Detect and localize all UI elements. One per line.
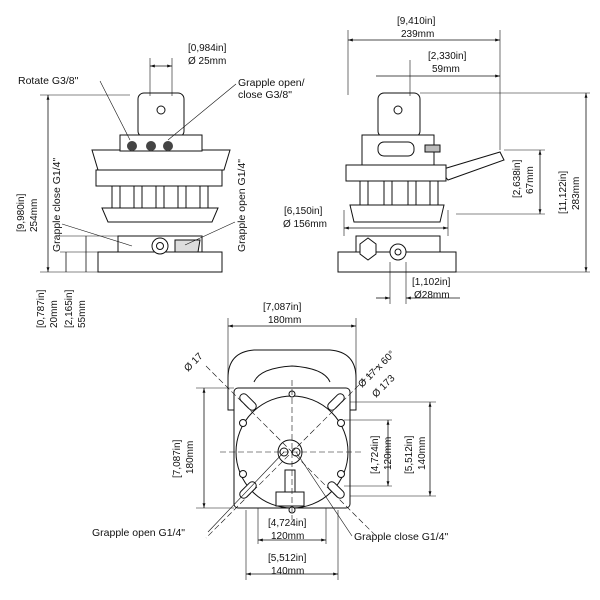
side-pin-in: [1,102in] [412, 277, 451, 288]
bottom-view: [7,087in] 180mm Ø 17 Ø 17 x 60° [92, 302, 448, 580]
grapple-port-b [163, 141, 173, 151]
bolt-hole [337, 419, 345, 427]
side-fitting [424, 144, 441, 153]
side-mid-ring [345, 164, 447, 182]
front-base-in: [2,165in] [64, 289, 75, 328]
front-post [155, 185, 165, 211]
bottom-width-in: [7,087in] [263, 302, 302, 313]
front-top-port [156, 105, 166, 115]
bottom-height-mm: 180mm [185, 441, 196, 474]
front-motor-housing [137, 92, 185, 138]
front-view: [0,984in] Ø 25mm Rotate G3/8" Grapple op… [16, 43, 305, 328]
side-inner-in: [2,330in] [428, 51, 467, 62]
side-pin-mm: Ø28mm [414, 290, 450, 301]
front-base-plate [97, 251, 223, 273]
side-h2-mm: 283mm [571, 177, 582, 210]
rotate-port-label: Rotate G3/8" [18, 75, 79, 87]
bottom-height-in: [7,087in] [172, 439, 183, 478]
grapple-close-vertical-label: Grapple close G1/4" [51, 158, 63, 252]
side-window [377, 141, 415, 157]
front-base-mm: 55mm [77, 300, 88, 328]
grapple-open-close-label-1: Grapple open/ [238, 77, 305, 89]
front-collar [119, 134, 203, 152]
bottom-port-stem [284, 469, 296, 493]
bottom-port-close-label: Grapple close G1/4" [354, 531, 448, 543]
bottom-pitch-h-in: [4,724in] [268, 518, 307, 529]
bolt-hole [239, 419, 247, 427]
bolt-hole [337, 470, 345, 478]
rotate-port [127, 141, 137, 151]
side-h1-mm: 67mm [525, 166, 536, 194]
bottom-port-open-label: Grapple open G1/4" [92, 527, 185, 539]
front-height-in: [9,980in] [16, 193, 27, 232]
front-small-in: [0,787in] [36, 289, 47, 328]
front-post [177, 185, 187, 211]
side-h1-in: [2,638in] [512, 159, 523, 198]
front-top-width-in: [0,984in] [188, 43, 227, 54]
side-diam-in: [6,150in] [284, 206, 323, 217]
side-lower-ring [349, 204, 445, 223]
side-lever [439, 151, 505, 181]
front-upper-flange [91, 149, 231, 171]
side-diam-mm: Ø 156mm [283, 219, 327, 230]
bottom-width-mm: 180mm [268, 315, 301, 326]
front-lower-ring [101, 207, 219, 223]
mount-slot [327, 481, 345, 499]
front-base-fitting [174, 239, 201, 253]
bottom-outer-h-in: [5,512in] [268, 553, 307, 564]
front-post [111, 185, 121, 211]
side-motor-housing [377, 92, 421, 138]
grapple-port-a [146, 141, 156, 151]
bottom-hole-dia: Ø 17 [182, 351, 205, 374]
bottom-pitch-v-mm: 120mm [383, 437, 394, 470]
side-width-mm: 239mm [401, 29, 434, 40]
bottom-outer-v-in: [5,512in] [404, 435, 415, 474]
bottom-pitch-v-in: [4,724in] [370, 435, 381, 474]
front-height-mm: 254mm [29, 199, 40, 232]
front-post [133, 185, 143, 211]
bottom-outer-v-mm: 140mm [417, 437, 428, 470]
side-view: [9,410in] 239mm [2,330in] 59mm [6,150in]… [283, 16, 590, 304]
grapple-open-close-label-2: close G3/8" [238, 89, 292, 101]
side-hex-fitting [359, 237, 377, 261]
front-top-width-mm: Ø 25mm [188, 56, 226, 67]
side-inner-mm: 59mm [432, 64, 460, 75]
bottom-pitch-h-mm: 120mm [271, 531, 304, 542]
side-h2-in: [11,122in] [558, 171, 569, 214]
front-mid-ring [95, 169, 223, 187]
front-post [199, 185, 209, 211]
side-width-in: [9,410in] [397, 16, 436, 27]
front-small-mm: 20mm [49, 300, 60, 328]
bolt-hole [239, 470, 247, 478]
grapple-open-vertical-label: Grapple open G1/4" [236, 159, 248, 252]
bottom-outer-h-mm: 140mm [271, 566, 304, 577]
